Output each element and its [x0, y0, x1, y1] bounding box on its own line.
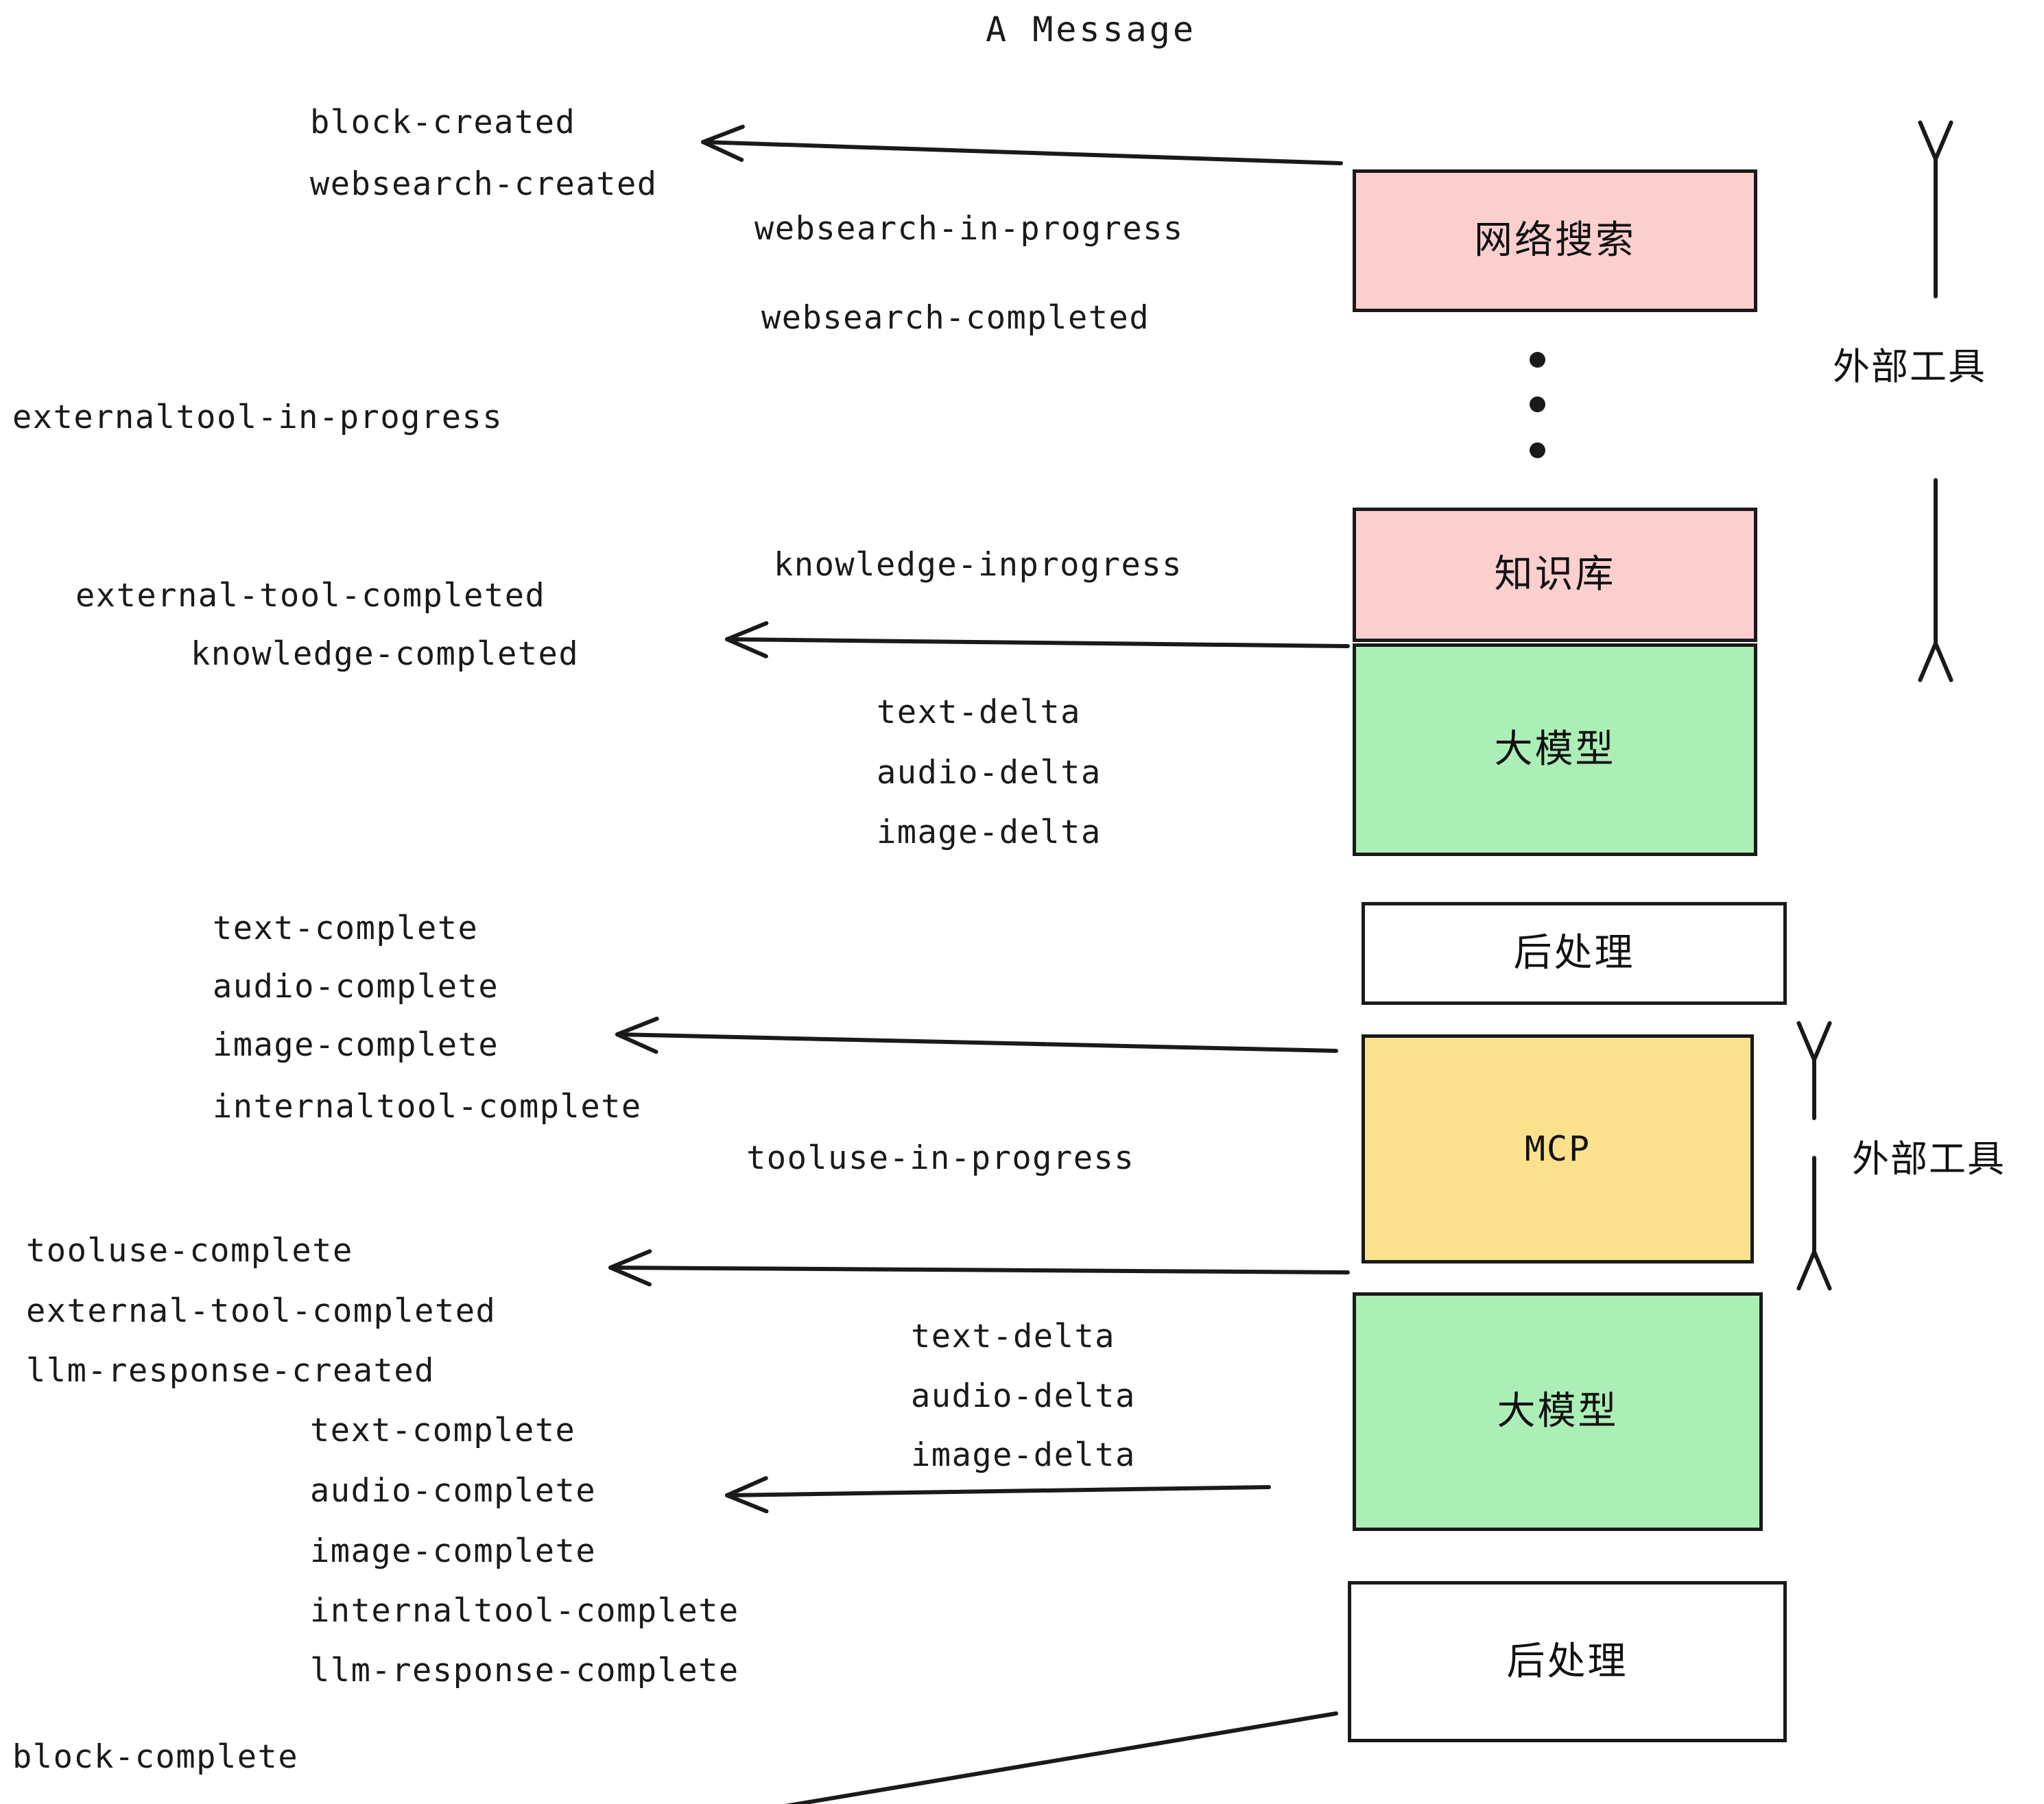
event-label: external-tool-completed [26, 1292, 497, 1330]
external-tools-bracket-mcp-bottom [1796, 1156, 1832, 1291]
event-label: knowledge-completed [191, 635, 580, 673]
event-label: externaltool-in-progress [12, 399, 503, 436]
external-tools-bracket-bottom [1918, 478, 1953, 683]
event-label: audio-delta [911, 1377, 1136, 1415]
event-label: image-delta [877, 814, 1102, 851]
node-label: 大模型 [1494, 727, 1616, 772]
page-title: A Message [986, 10, 1196, 49]
event-label: image-complete [310, 1532, 597, 1570]
event-label: knowledge-inprogress [774, 546, 1183, 584]
event-label: tooluse-in-progress [746, 1139, 1135, 1177]
arrow-websearch-to-block-created [701, 124, 1343, 165]
arrow-llm-to-audio-complete [725, 1475, 1271, 1514]
ellipsis-dot-icon [1530, 352, 1545, 368]
event-label: image-delta [911, 1436, 1136, 1474]
event-label: websearch-completed [761, 299, 1150, 337]
arrow-postprocess-to-block-complete [785, 1711, 1338, 1804]
ellipsis-dot-icon [1530, 396, 1545, 412]
event-label: image-complete [213, 1026, 499, 1064]
node-box: 后处理 [1348, 1581, 1787, 1742]
node-label: 后处理 [1513, 931, 1635, 975]
node-box: 大模型 [1353, 1292, 1763, 1531]
event-label: websearch-created [310, 165, 658, 203]
event-label: block-complete [12, 1738, 299, 1776]
arrow-postprocess-to-image-complete [615, 1017, 1338, 1054]
external-tools-group-label: 外部工具 [1852, 1137, 2006, 1180]
event-label: audio-complete [213, 968, 499, 1006]
node-label: 后处理 [1506, 1639, 1628, 1684]
event-label: block-created [310, 104, 576, 141]
event-label: websearch-in-progress [754, 210, 1184, 248]
node-box: 后处理 [1362, 902, 1787, 1005]
event-label: llm-response-complete [310, 1652, 739, 1689]
node-box: 网络搜索 [1353, 169, 1757, 312]
node-box: 大模型 [1353, 643, 1757, 856]
external-tools-bracket-mcp-top [1796, 1021, 1832, 1120]
event-label: audio-delta [877, 754, 1102, 792]
node-label: 大模型 [1497, 1389, 1619, 1434]
event-label: tooluse-complete [26, 1232, 353, 1270]
node-box: 知识库 [1353, 508, 1757, 642]
event-label: internaltool-complete [213, 1088, 642, 1126]
ellipsis-dot-icon [1530, 442, 1545, 458]
arrow-mcp-to-tooluse-complete [608, 1249, 1350, 1287]
event-label: text-delta [877, 693, 1081, 731]
node-label: 知识库 [1494, 552, 1616, 597]
event-label: audio-complete [310, 1472, 597, 1510]
event-label: text-complete [213, 910, 479, 947]
external-tools-group-label: 外部工具 [1833, 345, 1986, 388]
event-label: internaltool-complete [310, 1592, 739, 1630]
event-label: llm-response-created [26, 1352, 435, 1390]
external-tools-bracket-top [1918, 120, 1953, 298]
node-box: MCP [1362, 1034, 1754, 1263]
node-label: MCP [1524, 1129, 1591, 1169]
arrow-knowledge-to-completed [725, 621, 1350, 658]
event-label: external-tool-completed [75, 577, 546, 615]
node-label: 网络搜索 [1474, 218, 1636, 263]
event-label: text-delta [911, 1318, 1115, 1355]
event-label: text-complete [310, 1412, 576, 1449]
